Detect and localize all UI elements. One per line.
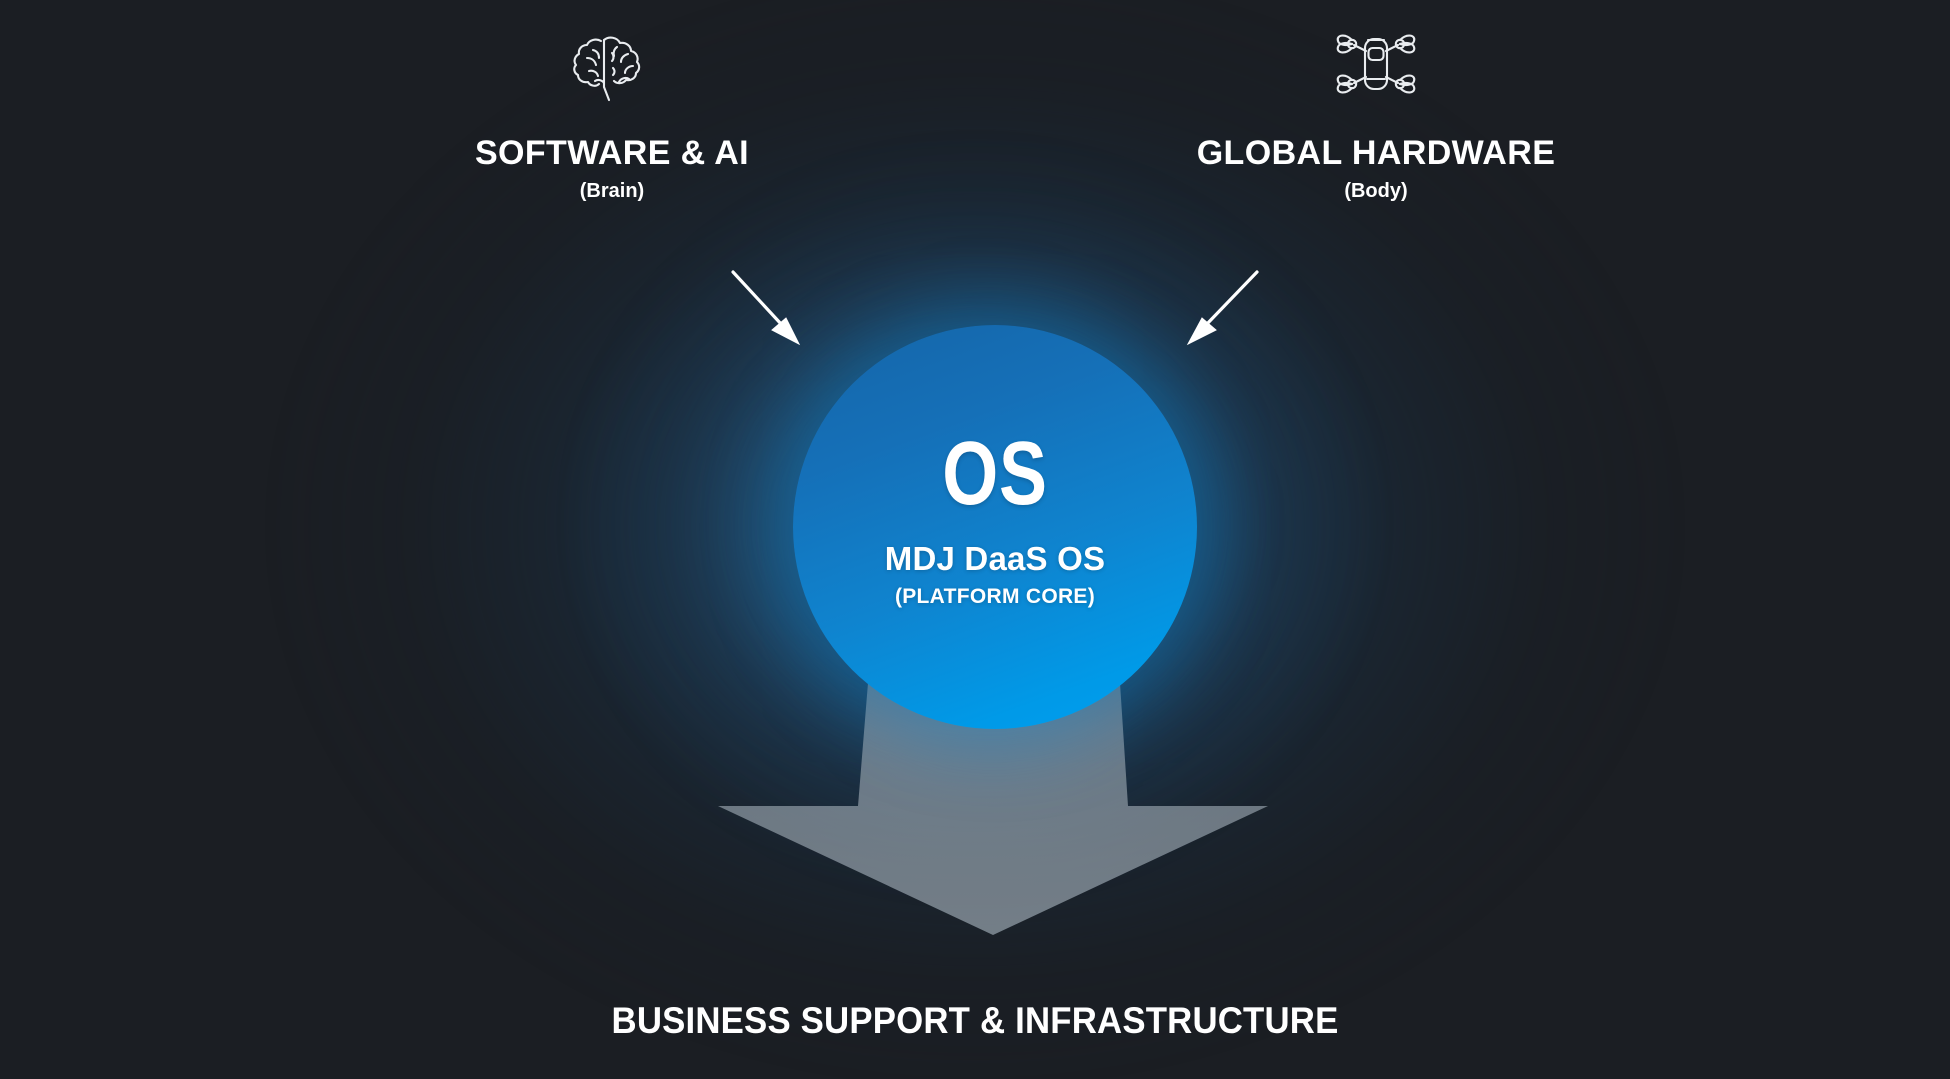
right-input-arrow-head	[1186, 317, 1217, 346]
left-input-arrow-line	[731, 270, 784, 327]
right-input-arrow-line	[1203, 270, 1259, 328]
input-column-global-hardware[interactable]: GLOBAL HARDWARE (Body)	[1096, 22, 1656, 203]
input-title: SOFTWARE & AI	[474, 134, 750, 172]
input-subtitle: (Body)	[1344, 179, 1408, 202]
drone-icon	[1096, 22, 1656, 114]
platform-core-node[interactable]: OS MDJ DaaS OS (PLATFORM CORE)	[793, 325, 1197, 729]
core-role-label: (PLATFORM CORE)	[894, 584, 1096, 608]
output-label: BUSINESS SUPPORT & INFRASTRUCTURE	[611, 1000, 1339, 1041]
core-name-label: MDJ DaaS OS	[884, 539, 1106, 577]
input-title: GLOBAL HARDWARE	[1196, 134, 1556, 172]
input-column-software-ai[interactable]: SOFTWARE & AI (Brain)	[332, 22, 892, 203]
input-subtitle: (Brain)	[579, 179, 645, 202]
left-input-arrow-head	[771, 317, 801, 346]
brain-icon	[332, 22, 892, 114]
core-abbrev-label: OS	[942, 424, 1048, 525]
